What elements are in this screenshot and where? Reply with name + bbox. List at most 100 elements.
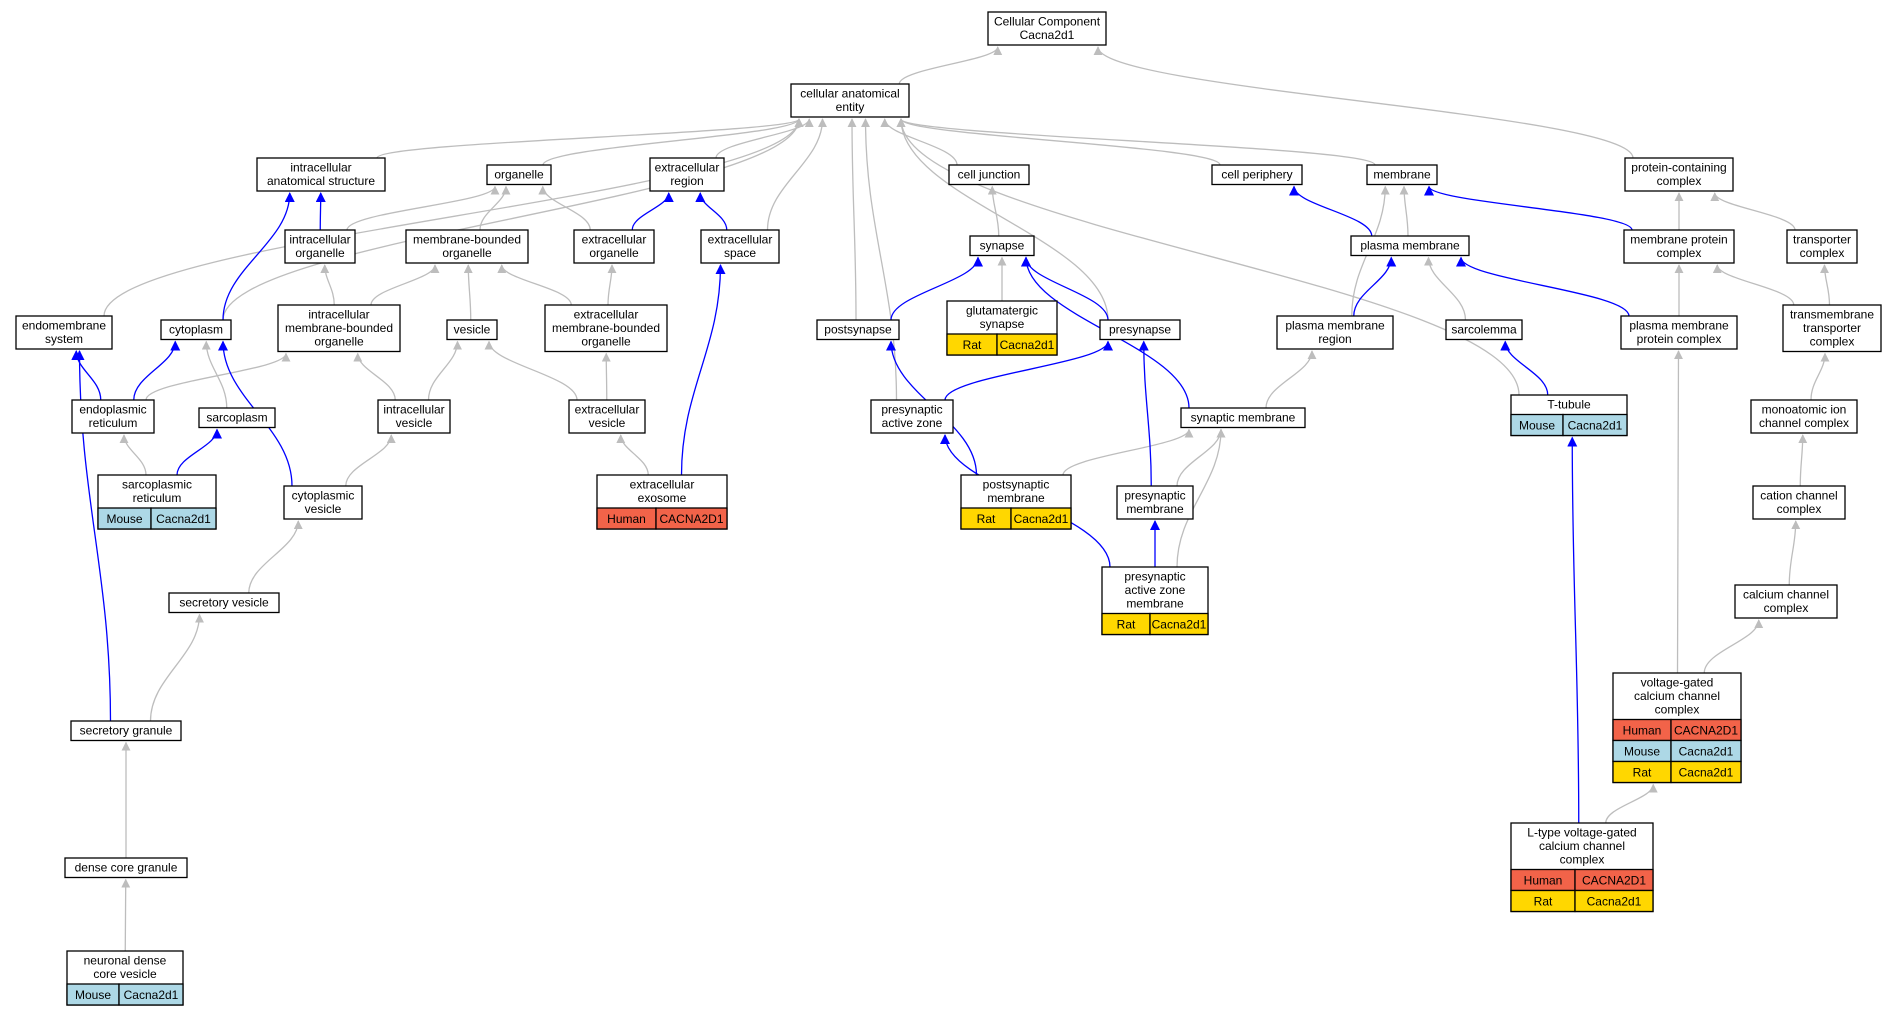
term-box[interactable] [544, 304, 668, 353]
term-box[interactable] [870, 399, 954, 434]
term-box[interactable] [1366, 164, 1438, 186]
term-node-cj[interactable]: cell junction [948, 164, 1030, 186]
term-node-vesicle[interactable]: vesicle [446, 319, 498, 341]
term-box[interactable] [71, 399, 155, 434]
term-node-sv[interactable]: secretory vesicle [168, 592, 280, 614]
term-box[interactable] [649, 157, 725, 192]
term-box[interactable] [160, 319, 232, 341]
term-box[interactable] [969, 235, 1035, 257]
gene-cell [1670, 760, 1742, 784]
term-node-dcg[interactable]: dense core granule [64, 857, 188, 879]
term-box[interactable] [256, 157, 386, 192]
term-box[interactable] [1276, 315, 1394, 350]
term-label: cytoplasm [169, 323, 223, 337]
term-box[interactable] [446, 319, 498, 341]
term-node-cp[interactable]: cell periphery [1211, 164, 1303, 186]
is-a-edge-mbo-to-organelle [479, 185, 511, 231]
term-label: calcium channel [1634, 689, 1720, 703]
term-box[interactable] [1786, 229, 1858, 264]
term-box[interactable] [1620, 315, 1738, 350]
term-box[interactable] [816, 319, 900, 341]
term-box[interactable] [70, 720, 182, 742]
term-box[interactable] [277, 304, 401, 353]
term-box[interactable] [1180, 407, 1306, 429]
term-box[interactable] [1750, 399, 1858, 434]
term-box[interactable] [1211, 164, 1303, 186]
term-box[interactable] [1752, 485, 1846, 520]
term-box[interactable] [198, 407, 276, 429]
term-box[interactable] [486, 164, 552, 186]
term-box[interactable] [1350, 235, 1470, 257]
term-node-membrane[interactable]: membrane [1366, 164, 1438, 186]
term-box[interactable] [987, 11, 1107, 46]
term-box[interactable] [573, 229, 655, 264]
term-box[interactable] [568, 399, 646, 434]
term-box[interactable] [1116, 485, 1194, 520]
term-box[interactable] [377, 399, 451, 434]
term-node-postsynapse[interactable]: postsynapse [816, 319, 900, 341]
term-label: vesicle [396, 416, 433, 430]
term-box[interactable] [405, 229, 529, 264]
term-box[interactable] [64, 857, 188, 879]
term-node-presynapse[interactable]: presynapse [1099, 319, 1181, 341]
term-node-pm[interactable]: plasma membrane [1350, 235, 1470, 257]
gene-label: Cacna2d1 [1679, 766, 1734, 780]
term-box[interactable] [168, 592, 280, 614]
term-node-sarcolemma[interactable]: sarcolemma [1445, 319, 1523, 341]
term-box[interactable] [948, 164, 1030, 186]
term-box[interactable] [700, 229, 780, 264]
term-box[interactable] [284, 229, 356, 264]
term-box[interactable] [15, 315, 113, 350]
term-box[interactable] [1099, 319, 1181, 341]
term-node-organelle[interactable]: organelle [486, 164, 552, 186]
term-box[interactable] [790, 83, 910, 118]
term-box[interactable] [283, 485, 363, 520]
term-node-cytoplasm[interactable]: cytoplasm [160, 319, 232, 341]
term-box[interactable] [1782, 304, 1882, 353]
term-box[interactable] [1445, 319, 1523, 341]
term-node-sm[interactable]: synaptic membrane [1180, 407, 1306, 429]
term-box[interactable] [1623, 229, 1735, 264]
term-box[interactable] [1734, 584, 1838, 619]
term-node-synapse[interactable]: synapse [969, 235, 1035, 257]
term-node-sarcoplasm[interactable]: sarcoplasm [198, 407, 276, 429]
term-box[interactable] [1624, 157, 1734, 192]
gene-label: Cacna2d1 [1000, 338, 1055, 352]
term-node-sg[interactable]: secretory granule [70, 720, 182, 742]
